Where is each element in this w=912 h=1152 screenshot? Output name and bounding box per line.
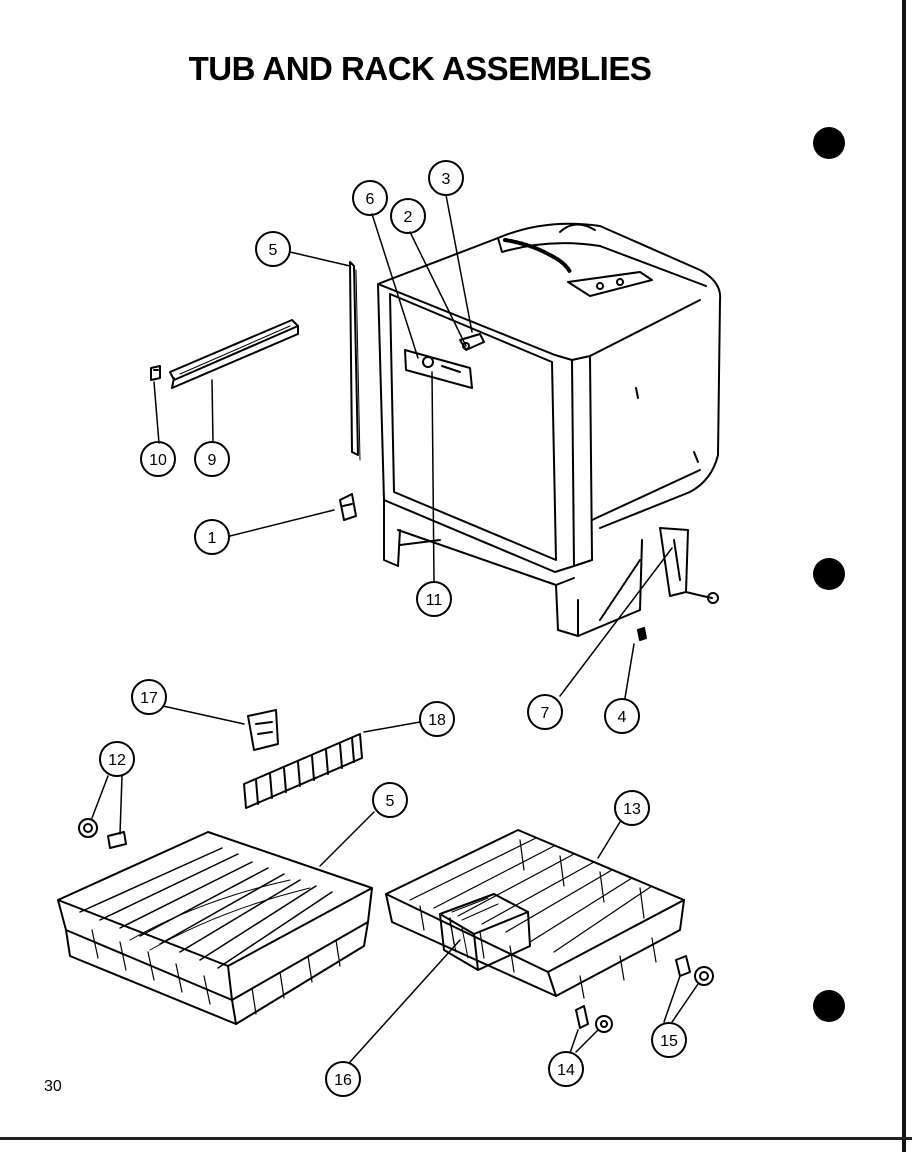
callout-3: 3 xyxy=(428,160,464,196)
callout-16-label: 16 xyxy=(334,1072,352,1089)
callout-2-label: 2 xyxy=(404,209,413,226)
diagram-title: TUB AND RACK ASSEMBLIES xyxy=(188,50,652,87)
latch-bracket xyxy=(659,527,689,597)
callout-1: 1 xyxy=(194,519,230,555)
callout-14: 14 xyxy=(548,1051,584,1087)
callout-5-rack: 5 xyxy=(372,782,408,818)
silverware-basket xyxy=(439,893,531,971)
page-edge-right xyxy=(902,0,906,1152)
roller-wheels xyxy=(575,1005,613,1033)
callout-11-label: 11 xyxy=(426,592,443,609)
callout-4: 4 xyxy=(604,698,640,734)
callout-12: 12 xyxy=(99,741,135,777)
callout-7: 7 xyxy=(527,694,563,730)
page-edge-bottom xyxy=(0,1137,912,1140)
wire-harness xyxy=(503,238,572,274)
hinge-bracket xyxy=(339,493,357,521)
callout-6: 6 xyxy=(352,180,388,216)
upper-rack xyxy=(385,829,685,999)
callout-3-label: 3 xyxy=(442,171,451,188)
callout-10: 10 xyxy=(140,441,176,477)
rack-stop xyxy=(247,709,279,751)
callout-5-gasket-label: 5 xyxy=(269,242,278,259)
callout-13: 13 xyxy=(614,790,650,826)
callout-7-label: 7 xyxy=(541,705,550,722)
page-number: 30 xyxy=(44,1078,62,1095)
lower-rack xyxy=(57,831,373,1025)
screw xyxy=(637,627,647,641)
callout-15-label: 15 xyxy=(660,1033,678,1050)
callout-6-label: 6 xyxy=(366,191,375,208)
callout-18-label: 18 xyxy=(428,712,446,729)
side-gasket xyxy=(349,261,361,461)
callout-5-rack-label: 5 xyxy=(386,793,395,810)
callout-4-label: 4 xyxy=(618,709,627,726)
rack-guide xyxy=(243,733,363,809)
rack-rollers xyxy=(78,818,127,849)
callout-2: 2 xyxy=(390,198,426,234)
top-strip xyxy=(169,319,299,389)
callout-15: 15 xyxy=(651,1022,687,1058)
callout-12-label: 12 xyxy=(108,752,126,769)
callout-11: 11 xyxy=(416,581,452,617)
clip xyxy=(150,365,161,381)
callout-13-label: 13 xyxy=(623,801,641,818)
binder-hole-top xyxy=(813,127,845,159)
callout-1-label: 1 xyxy=(208,530,217,547)
callout-14-label: 14 xyxy=(557,1062,575,1079)
callout-18: 18 xyxy=(419,701,455,737)
callout-5-gasket: 5 xyxy=(255,231,291,267)
callout-10-label: 10 xyxy=(149,452,167,469)
roller-wheels-alt xyxy=(675,955,714,986)
callout-17: 17 xyxy=(131,679,167,715)
tub xyxy=(377,222,722,637)
callout-16: 16 xyxy=(325,1061,361,1097)
binder-hole-bottom xyxy=(813,990,845,1022)
leader-lines xyxy=(91,194,699,1063)
binder-hole-middle xyxy=(813,558,845,590)
callout-9: 9 xyxy=(194,441,230,477)
callout-17-label: 17 xyxy=(140,690,158,707)
callout-9-label: 9 xyxy=(208,452,217,469)
